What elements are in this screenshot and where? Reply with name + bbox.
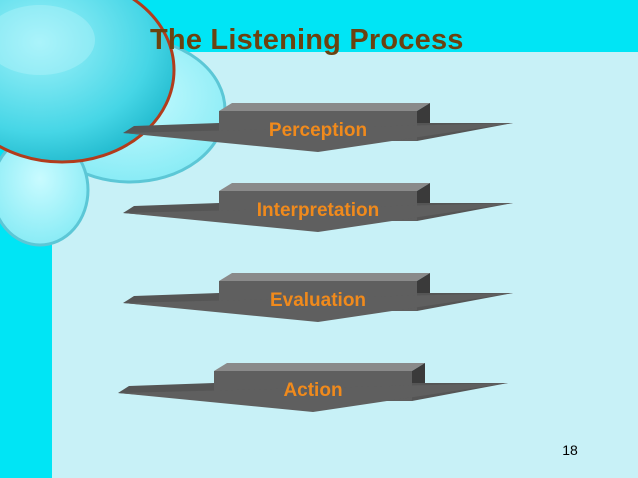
arrow-head [123, 293, 513, 322]
step-label-evaluation: Evaluation [269, 290, 367, 311]
arrow-side-face [412, 363, 425, 383]
arrow-top-face [219, 273, 430, 281]
arrow-perception [123, 103, 513, 152]
decorative-blob-highlight [0, 5, 95, 75]
slide-title: The Listening Process [150, 24, 464, 56]
arrow-top-face [219, 183, 430, 191]
arrow-head [123, 123, 513, 152]
arrow-side-face [417, 183, 430, 203]
arrow-evaluation [123, 273, 513, 322]
step-label-interpretation: Interpretation [256, 200, 380, 221]
arrow-side-face [417, 273, 430, 293]
arrow-head [118, 383, 508, 412]
decorative-blobs [0, 0, 227, 247]
title-strip [120, 0, 638, 52]
page-number: 18 [562, 442, 578, 458]
decorative-blob-main [0, 0, 176, 164]
step-label-action: Action [283, 380, 343, 401]
arrow-side-face [417, 103, 430, 123]
arrow-top-face [219, 103, 430, 111]
arrow-interpretation [123, 183, 513, 232]
arrow-action [118, 363, 508, 412]
arrow-head [123, 203, 513, 232]
step-label-perception: Perception [268, 120, 368, 141]
arrow-top-face [214, 363, 425, 371]
